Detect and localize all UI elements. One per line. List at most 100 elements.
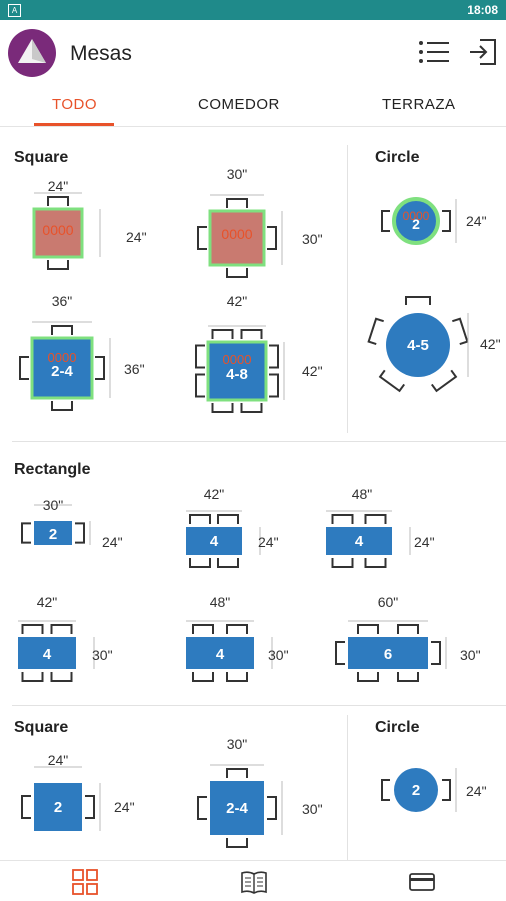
table-label: 4 [43,646,52,663]
table-overlay-label: 0000 [403,209,430,223]
table-rect-42x24[interactable]: 42" 24" 4 [182,486,332,572]
table-top [210,781,264,835]
chair [189,514,211,524]
chair [195,344,205,369]
table-label: 2 [412,782,420,799]
table-height-label: 24" [102,534,123,550]
table-label: 2-4 [51,363,73,380]
table-square-36[interactable]: 36" 36" 0000 2-4 [14,290,164,421]
page-title: Mesas [70,42,132,65]
table-width-label: 42" [204,486,225,502]
table-square-42[interactable]: 42" 42" 0000 4-8 [190,290,340,421]
table-height-label: 42" [302,363,323,379]
book-icon[interactable] [240,869,270,895]
table-rect-48x30[interactable]: 48" 30" 4 [182,593,332,694]
chair [21,795,31,819]
table-width-label: 48" [352,486,373,502]
chair [50,672,73,682]
chair [47,196,69,206]
chair [335,641,345,665]
table-top [186,527,242,555]
active-tab-indicator [34,123,114,126]
exit-icon[interactable] [468,36,498,68]
section-title-circle: Circle [375,719,420,736]
table-square-30-b[interactable]: 30" 30" 2-4 [190,731,340,860]
table-width-label: 30" [227,736,248,752]
grid-icon[interactable] [72,869,102,895]
list-icon[interactable] [418,40,450,64]
pyramid-logo-icon[interactable] [8,29,56,77]
table-top [386,313,450,377]
tab-comedor[interactable]: COMEDOR [198,96,280,113]
section-divider [12,441,506,442]
table-height-label: 30" [302,801,323,817]
table-rect-42x30[interactable]: 42" 30" 4 [14,593,164,694]
table-width-label: 30" [43,497,64,513]
table-height-label: 24" [466,783,487,799]
chair [197,796,207,820]
chair [226,268,248,278]
chair [192,624,214,634]
chair [357,624,379,634]
table-rect-60x30[interactable]: 60" 30" 6 [328,593,504,694]
section-title-square: Square [14,719,69,736]
status-time: 18:08 [467,3,498,17]
table-square-24-b[interactable]: 24" 24" 2 [14,745,164,846]
chair [364,514,387,524]
table-width-label: 48" [210,594,231,610]
chair [226,624,248,634]
chair [95,356,105,380]
table-top [326,527,392,555]
table-label: 6 [384,646,392,663]
table-label: 4-8 [226,366,248,383]
chair [405,296,431,305]
table-circle-24-b[interactable]: 24" 2 [374,757,504,832]
table-label: 2-4 [226,800,248,817]
table-width-label: 60" [378,594,399,610]
table-overlay-label: 0000 [48,350,77,365]
table-square-24[interactable]: 24" 24" 0000 [14,175,164,270]
tab-bar: TODO COMEDOR TERRAZA [0,84,506,127]
chair [195,373,205,398]
notification-icon: A [8,4,21,17]
table-square-30[interactable]: 30" 30" 0000 [190,166,340,284]
table-top [348,637,428,669]
section-title-square: Square [14,149,69,166]
table-rect-48x24[interactable]: 48" 24" 4 [322,486,502,572]
chair [50,624,73,634]
table-width-label: 24" [48,178,69,194]
bottom-navigation [0,860,506,901]
status-bar: A 18:08 [0,0,506,20]
chair [267,226,277,250]
table-circle-42[interactable]: 42" 4-5 [367,295,506,400]
table-top [208,209,266,267]
chair [430,369,458,393]
table-top [394,768,438,812]
section-divider [347,715,348,860]
table-height-label: 30" [268,647,289,663]
chair [47,260,69,270]
table-label: 0000 [221,226,252,242]
table-height-label: 42" [480,336,501,352]
table-width-label: 42" [37,594,58,610]
tab-todo[interactable]: TODO [52,96,98,113]
table-label: 2 [412,216,420,232]
table-width-label: 30" [227,166,248,182]
table-height-label: 24" [414,534,435,550]
table-label: 0000 [42,222,73,238]
chair [192,672,214,682]
table-circle-24[interactable]: 24" 0000 2 [374,191,504,262]
card-icon[interactable] [408,869,438,895]
table-height-label: 30" [92,647,113,663]
table-rect-30x24[interactable]: 30" 24" 2 [14,497,164,562]
table-top [34,521,72,545]
table-top [392,197,440,245]
table-width-label: 36" [52,293,73,309]
chair [226,768,248,778]
table-top [30,336,94,400]
tab-terraza[interactable]: TERRAZA [382,96,456,113]
chair [189,558,211,568]
table-width-label: 42" [227,293,248,309]
section-divider [347,145,348,433]
chair [331,558,354,568]
